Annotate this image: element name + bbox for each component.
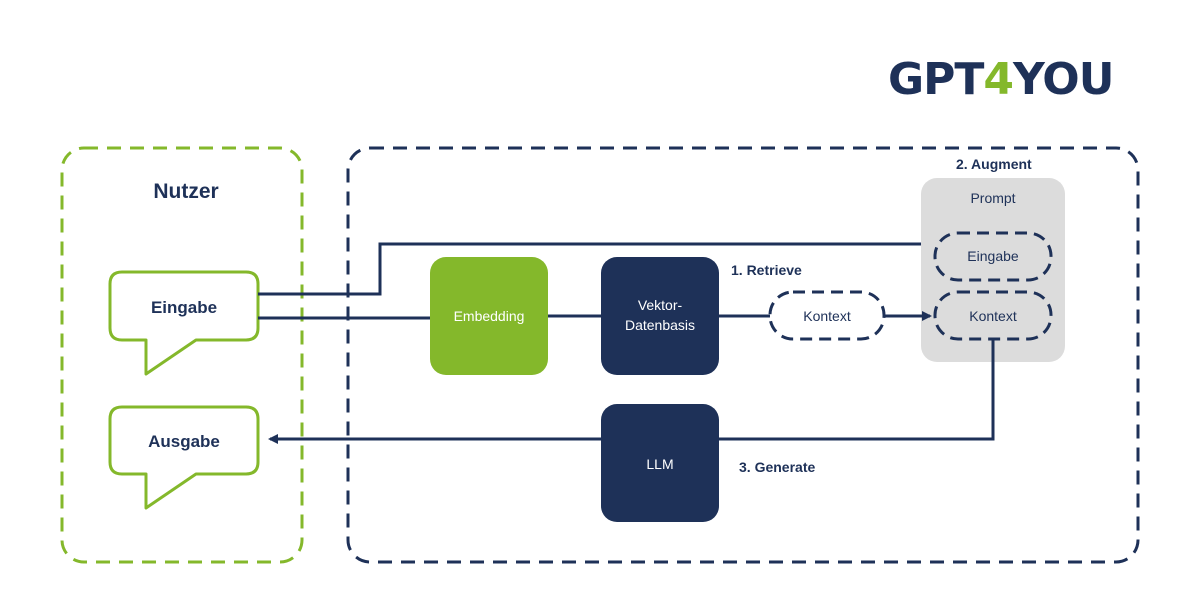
- prompt-input-label: Eingabe: [967, 248, 1019, 264]
- output-bubble: [108, 405, 260, 510]
- vector-db-label-line2: Datenbasis: [625, 317, 695, 333]
- input-bubble: [108, 270, 260, 376]
- step-generate-label: 3. Generate: [739, 459, 815, 475]
- prompt-title: Prompt: [970, 190, 1015, 206]
- connector-prompt-to-llm: [718, 339, 995, 441]
- prompt-input-pill: [933, 231, 1053, 282]
- input-bubble-label: Eingabe: [151, 298, 217, 317]
- vector-db-label-line1: Vektor-: [638, 297, 683, 313]
- prompt-context-pill: [933, 290, 1053, 341]
- system-panel: [346, 146, 1140, 564]
- embedding-label: Embedding: [454, 308, 525, 324]
- step-augment-label: 2. Augment: [956, 156, 1032, 172]
- user-panel-title: Nutzer: [153, 180, 218, 203]
- embedding-box: [430, 257, 548, 375]
- step-retrieve-label: 1. Retrieve: [731, 262, 802, 278]
- llm-box: [601, 404, 719, 522]
- output-bubble-label: Ausgabe: [148, 432, 220, 451]
- retrieved-context-pill: [768, 290, 886, 341]
- retrieved-context-label: Kontext: [803, 308, 851, 324]
- user-panel: [60, 146, 304, 564]
- brand-logo: GPT4YOU: [888, 54, 1113, 105]
- prompt-context-label: Kontext: [969, 308, 1017, 324]
- connector-input-to-prompt: [258, 242, 936, 296]
- llm-label: LLM: [646, 456, 673, 472]
- vector-db-box: [601, 257, 719, 375]
